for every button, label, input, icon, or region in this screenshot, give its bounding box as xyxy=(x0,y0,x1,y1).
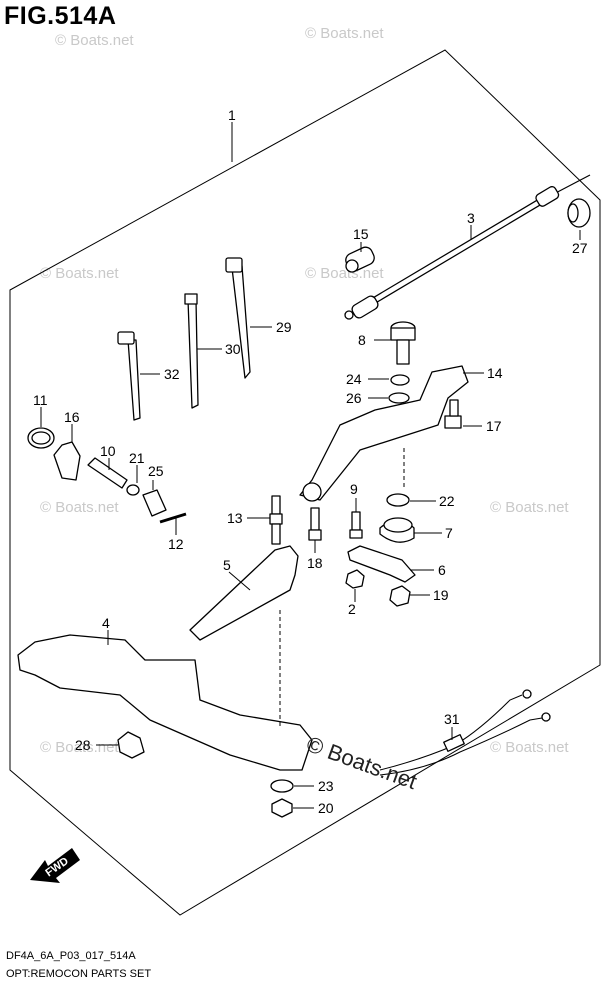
callout-20: 20 xyxy=(318,800,334,816)
stud-9[interactable] xyxy=(349,511,363,539)
nut-20[interactable] xyxy=(271,798,293,818)
callout-2: 2 xyxy=(348,601,356,617)
shaft-pin[interactable] xyxy=(87,457,128,489)
watermark: © Boats.net xyxy=(490,739,569,756)
callout-26: 26 xyxy=(346,390,362,406)
washer-22[interactable] xyxy=(386,493,410,507)
clip-28[interactable] xyxy=(117,731,145,759)
cable-tie-30[interactable] xyxy=(184,293,199,409)
nut-2[interactable] xyxy=(345,569,365,589)
callout-23: 23 xyxy=(318,778,334,794)
collar-part[interactable] xyxy=(567,198,591,228)
callout-19: 19 xyxy=(433,587,449,603)
kit-outline xyxy=(9,49,601,916)
callout-24: 24 xyxy=(346,371,362,387)
callout-32: 32 xyxy=(164,366,180,382)
watermark: © Boats.net xyxy=(490,499,569,516)
callout-13: 13 xyxy=(227,510,243,526)
fwd-arrow-icon: FWD xyxy=(30,848,80,883)
callout-27: 27 xyxy=(572,240,588,256)
washer-26[interactable] xyxy=(388,392,410,404)
callout-28: 28 xyxy=(75,737,91,753)
watermark: © Boats.net xyxy=(40,739,119,756)
bracket-5[interactable] xyxy=(189,545,299,641)
washer-23[interactable] xyxy=(270,779,294,793)
watermark: © Boats.net xyxy=(40,265,119,282)
nut-19[interactable] xyxy=(389,585,411,607)
callout-18: 18 xyxy=(307,555,323,571)
callout-1: 1 xyxy=(228,107,236,123)
wire-harness[interactable] xyxy=(379,689,551,776)
washer-21[interactable] xyxy=(126,484,140,496)
callout-16: 16 xyxy=(64,409,80,425)
callout-8: 8 xyxy=(358,332,366,348)
cable-tie-32[interactable] xyxy=(117,331,141,421)
leader-5 xyxy=(228,571,251,591)
callout-15: 15 xyxy=(353,226,369,242)
callout-5: 5 xyxy=(223,557,231,573)
watermark: © Boats.net xyxy=(305,25,384,42)
bolt-17[interactable] xyxy=(444,399,462,429)
callout-12: 12 xyxy=(168,536,184,552)
knob-7[interactable] xyxy=(379,517,415,543)
footer-code: DF4A_6A_P03_017_514A xyxy=(6,950,136,962)
callout-6: 6 xyxy=(438,562,446,578)
watermark: © Boats.net xyxy=(305,265,384,282)
figure-title: FIG.514A xyxy=(4,2,117,30)
pin-part[interactable] xyxy=(390,321,416,365)
watermark: © Boats.net xyxy=(55,32,134,49)
stud-13[interactable] xyxy=(269,495,283,545)
footer-name: OPT:REMOCON PARTS SET xyxy=(6,968,152,980)
callout-14: 14 xyxy=(487,365,503,381)
callout-9: 9 xyxy=(350,481,358,497)
callout-7: 7 xyxy=(445,525,453,541)
washer-24[interactable] xyxy=(390,374,410,386)
control-lever[interactable] xyxy=(299,365,469,501)
callout-10: 10 xyxy=(100,443,116,459)
callout-31: 31 xyxy=(444,711,460,727)
clamp-part[interactable] xyxy=(53,441,81,481)
callout-17: 17 xyxy=(486,418,502,434)
plate-6[interactable] xyxy=(347,545,416,583)
watermark-layer: © Boats.net © Boats.net © Boats.net © Bo… xyxy=(40,25,569,756)
bushing-25[interactable] xyxy=(142,489,167,517)
watermark: © Boats.net xyxy=(40,499,119,516)
callout-3: 3 xyxy=(467,210,475,226)
stud-18[interactable] xyxy=(308,507,322,541)
callout-21: 21 xyxy=(129,450,145,466)
cable-tie-29[interactable] xyxy=(225,257,251,379)
callout-22: 22 xyxy=(439,493,455,509)
callout-29: 29 xyxy=(276,319,292,335)
o-ring-inner xyxy=(31,431,51,445)
callout-30: 30 xyxy=(225,341,241,357)
cable-end-part[interactable] xyxy=(344,245,377,273)
mounting-bracket[interactable] xyxy=(17,634,313,771)
callout-4: 4 xyxy=(102,615,110,631)
callout-25: 25 xyxy=(148,463,164,479)
cotter-pin[interactable] xyxy=(159,512,187,524)
control-cable[interactable] xyxy=(344,174,591,320)
lever-pivot xyxy=(302,482,322,502)
callout-11: 11 xyxy=(33,392,48,408)
